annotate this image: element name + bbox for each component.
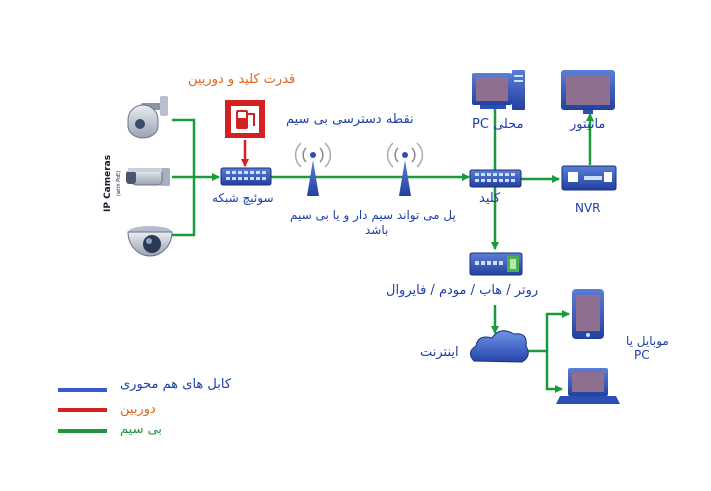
monitor-label: مانیتور [570,117,606,132]
bridge-note-line2: باشد [365,223,389,237]
power-supply-icon [225,100,265,138]
laptop-icon [556,368,620,404]
legend-label-coax: کابل های هم محوری [120,377,232,392]
bridge-note-line1: پل می تواند سیم دار و یا بی سیم [290,208,456,222]
ip-cameras-label: IP Cameras [103,155,113,212]
nvr-label: NVR [575,201,601,215]
power-switch-camera-label: قدرت کلید و دوربین [188,72,296,87]
mobile-pc-line1: موبایل یا [626,334,669,348]
access-point-2-icon [386,142,424,196]
internet-branch-line [527,310,570,353]
network-switch-icon [220,167,272,186]
router-icon [469,252,523,276]
router-label: روتر / هاب / مودم / فایروال [386,283,539,298]
ip-cameras-sub-label: (with PoE) [116,171,122,196]
legend-lines [58,388,107,433]
mobile-icon [572,289,604,339]
internet-label: اینترنت [420,345,459,360]
connections [172,101,594,393]
nvr-icon [561,165,617,191]
switch-label: کلید [479,191,501,206]
access-point-1-icon [294,142,332,196]
network-switch-label: سوئیچ شبکه [212,191,274,205]
internet-to-laptop-line [545,351,563,393]
local-pc-label: PC محلی [472,117,524,132]
ptz-camera-icon [127,96,168,139]
switch-icon [469,169,522,188]
legend-label-camera: دوربین [120,402,156,417]
access-point-label: نقطه دسترسی بی سیم [286,112,414,127]
dome-camera-icon [127,226,173,257]
mobile-pc-line2: PC [634,348,650,362]
internet-cloud-icon [470,330,529,363]
legend-label-wireless: بی سیم [120,422,163,437]
monitor-icon [561,70,615,114]
bullet-camera-icon [126,168,170,186]
local-pc-icon [472,70,525,110]
